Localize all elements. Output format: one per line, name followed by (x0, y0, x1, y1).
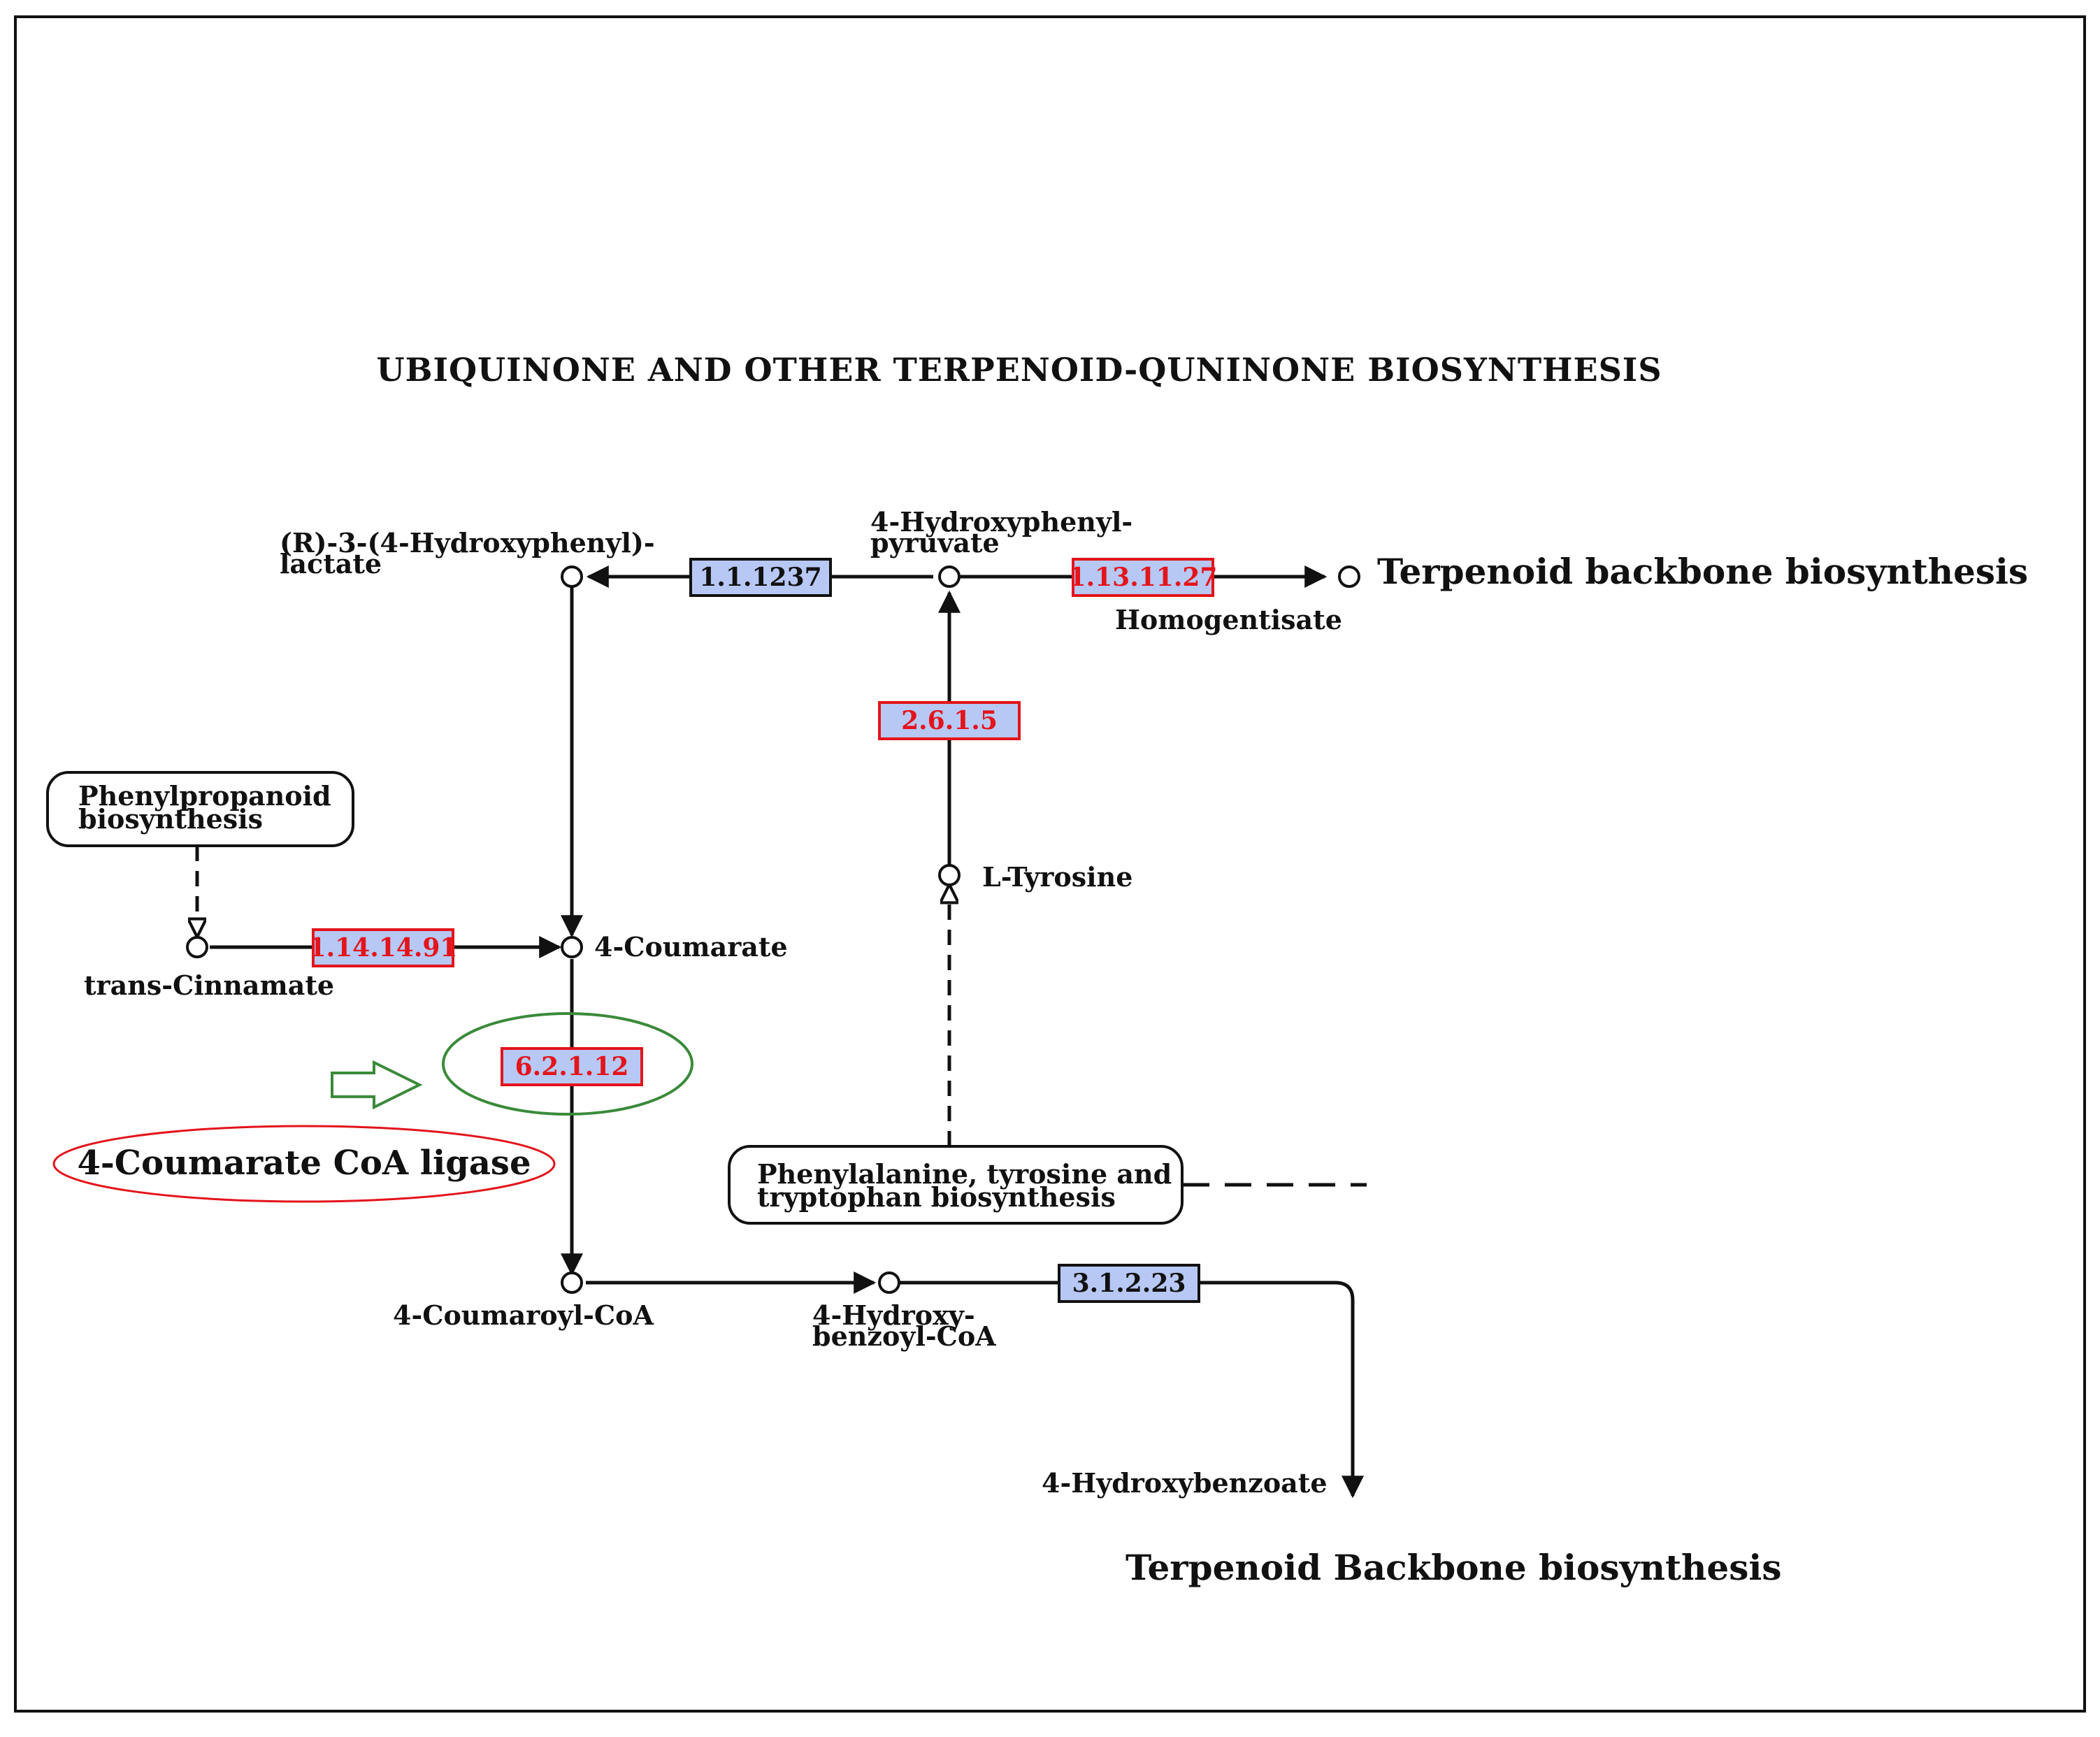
label-hydroxyphenyl-lactate-line2: lactate (280, 548, 382, 579)
compound-node-4-coumaroyl-coa[interactable] (561, 1271, 583, 1294)
enzyme-label-6-2-1-12: 6.2.1.12 (515, 1052, 629, 1081)
label-4-coumarate: 4-Coumarate (594, 931, 788, 963)
compound-node-homogentisate[interactable] (1338, 565, 1360, 588)
enzyme-box-6-2-1-12[interactable]: 6.2.1.12 (501, 1047, 643, 1086)
map-label-phetyrtrp-line2: tryptophan biosynthesis (757, 1181, 1116, 1213)
compound-node-trans-cinnamate[interactable] (186, 936, 208, 958)
label-hydroxyphenyl-lactate-line1: (R)-3-(4-Hydroxyphenyl)- (280, 527, 655, 558)
compound-node-hydroxyphenyl-lactate[interactable] (561, 565, 583, 588)
enzyme-box-1-14-14-91[interactable]: 1.14.14.91 (309, 928, 458, 967)
map-box-phenylpropanoid-biosynthesis[interactable]: Phenylpropanoid biosynthesis (46, 771, 354, 847)
enzyme-box-1-1-1-237[interactable]: 1.1.1237 (689, 558, 832, 597)
label-4-coumaroyl-coa: 4-Coumaroyl-CoA (393, 1299, 654, 1331)
label-terpenoid-backbone-bottom[interactable]: Terpenoid Backbone biosynthesis (1125, 1547, 1782, 1588)
compound-node-4-coumarate[interactable] (561, 936, 583, 958)
edge-hydroxybenzoyl-to-hydroxybenzoate (898, 1281, 1364, 1499)
label-4-hydroxybenzoyl-coa-line2: benzoyl-CoA (812, 1320, 996, 1352)
enzyme-box-2-6-1-5[interactable]: 2.6.1.5 (878, 701, 1021, 740)
enzyme-label-1-13-11-27: 1.13.11.27 (1069, 563, 1218, 592)
highlight-arrow-icon (331, 1060, 423, 1110)
compound-node-l-tyrosine[interactable] (938, 864, 961, 886)
map-label-phenylpropanoid-line2: biosynthesis (78, 803, 263, 835)
label-4-hydroxybenzoyl-coa-line1: 4-Hydroxy- (812, 1299, 975, 1331)
map-box-phenylalanine-tyrosine-tryptophan[interactable]: Phenylalanine, tyrosine and tryptophan b… (728, 1145, 1184, 1225)
pathway-title: UBIQUINONE AND OTHER TERPENOID-QUNINONE … (376, 351, 1662, 389)
enzyme-label-1-1-1-237: 1.1.1237 (699, 563, 821, 592)
label-trans-cinnamate: trans-Cinnamate (84, 970, 334, 1001)
enzyme-box-1-13-11-27[interactable]: 1.13.11.27 (1069, 558, 1218, 597)
enzyme-label-1-14-14-91: 1.14.14.91 (309, 933, 458, 963)
label-hydroxyphenyl-pyruvate-line1: 4-Hydroxyphenyl- (870, 506, 1132, 538)
annotation-label: 4-Coumarate CoA ligase (77, 1144, 531, 1183)
label-hydroxyphenyl-pyruvate-line2: pyruvate (870, 527, 1000, 558)
enzyme-box-3-1-2-23[interactable]: 3.1.2.23 (1058, 1264, 1200, 1303)
enzyme-label-3-1-2-23: 3.1.2.23 (1072, 1269, 1186, 1298)
compound-node-4-hydroxybenzoyl-coa[interactable] (878, 1271, 900, 1294)
highlight-ellipse (442, 1012, 693, 1116)
annotation-4-coumarate-coa-ligase: 4-Coumarate CoA ligase (52, 1125, 556, 1203)
label-homogentisate: Homogentisate (1115, 604, 1342, 635)
label-4-hydroxybenzoate: 4-Hydroxybenzoate (1042, 1467, 1328, 1499)
compound-node-hydroxyphenyl-pyruvate[interactable] (938, 565, 961, 588)
map-label-phetyrtrp-line1: Phenylalanine, tyrosine and (757, 1158, 1172, 1190)
label-l-tyrosine: L-Tyrosine (982, 861, 1132, 893)
enzyme-label-2-6-1-5: 2.6.1.5 (901, 706, 998, 735)
map-label-phenylpropanoid-line1: Phenylpropanoid (78, 780, 331, 812)
figure-border (14, 15, 2086, 1713)
label-terpenoid-backbone-top[interactable]: Terpenoid backbone biosynthesis (1377, 551, 2028, 592)
